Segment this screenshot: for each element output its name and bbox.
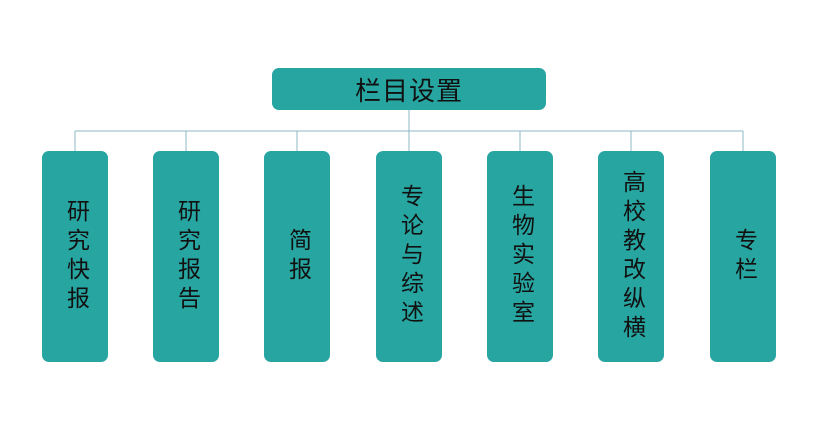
child-node-label: 专栏 [730,227,757,286]
root-node: 栏目设置 [272,68,546,110]
child-node-4: 专论与综述 [376,151,442,362]
child-node-label: 研究快报 [62,198,89,315]
child-node-5: 生物实验室 [487,151,553,362]
child-node-1: 研究快报 [42,151,108,362]
child-node-6: 高校教改纵横 [598,151,664,362]
child-node-label: 简报 [284,227,311,286]
child-node-3: 简报 [264,151,330,362]
child-node-2: 研究报告 [153,151,219,362]
child-node-label: 高校教改纵横 [618,169,645,344]
child-node-7: 专栏 [710,151,776,362]
child-node-label: 研究报告 [173,198,200,315]
child-node-label: 专论与综述 [396,184,423,329]
child-node-label: 生物实验室 [507,184,534,329]
root-node-label: 栏目设置 [354,76,463,107]
